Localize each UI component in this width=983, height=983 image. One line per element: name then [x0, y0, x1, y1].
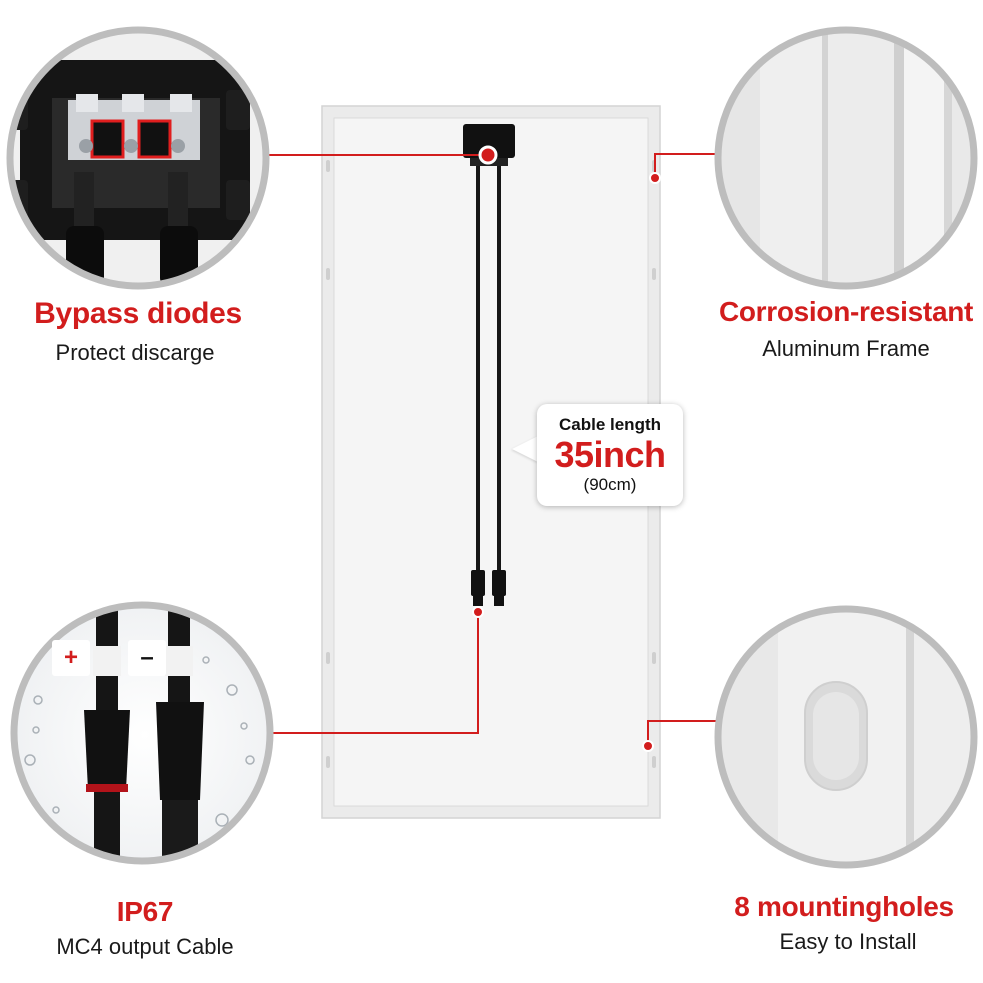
mounting-holes-subtitle: Easy to Install: [779, 929, 917, 954]
mc4-connectors-small: [471, 570, 506, 606]
mounting-hole-zoom: [714, 605, 978, 869]
mounting-holes-title: 8 mountingholes: [734, 891, 954, 922]
frame-subtitle: Aluminum Frame: [762, 336, 930, 361]
aluminum-frame-zoom: [714, 26, 978, 290]
cable-length-callout: Cable length 35inch (90cm): [537, 404, 683, 506]
minus-tag: –: [128, 640, 166, 676]
bypass-diodes-zoom: [6, 26, 270, 290]
output-cables: [476, 166, 501, 570]
leader-lines: [266, 153, 718, 746]
plus-tag: +: [52, 640, 90, 676]
ip-rating-title: IP67: [116, 896, 174, 927]
cable-length-metric: (90cm): [583, 475, 637, 494]
callout-pointer: [512, 436, 538, 462]
leader-dots: [472, 145, 661, 752]
frame-title: Corrosion-resistant: [718, 296, 974, 327]
cable-length-label: Cable length: [558, 415, 661, 434]
cable-length-value: 35inch: [554, 434, 666, 475]
plus-sign: +: [63, 644, 78, 671]
mc4-connectors-zoom: [10, 601, 274, 865]
minus-sign: –: [140, 644, 154, 671]
bypass-diodes-title: Bypass diodes: [34, 297, 242, 330]
bypass-diodes-subtitle: Protect discarge: [55, 340, 215, 365]
ip-rating-subtitle: MC4 output Cable: [56, 934, 234, 959]
